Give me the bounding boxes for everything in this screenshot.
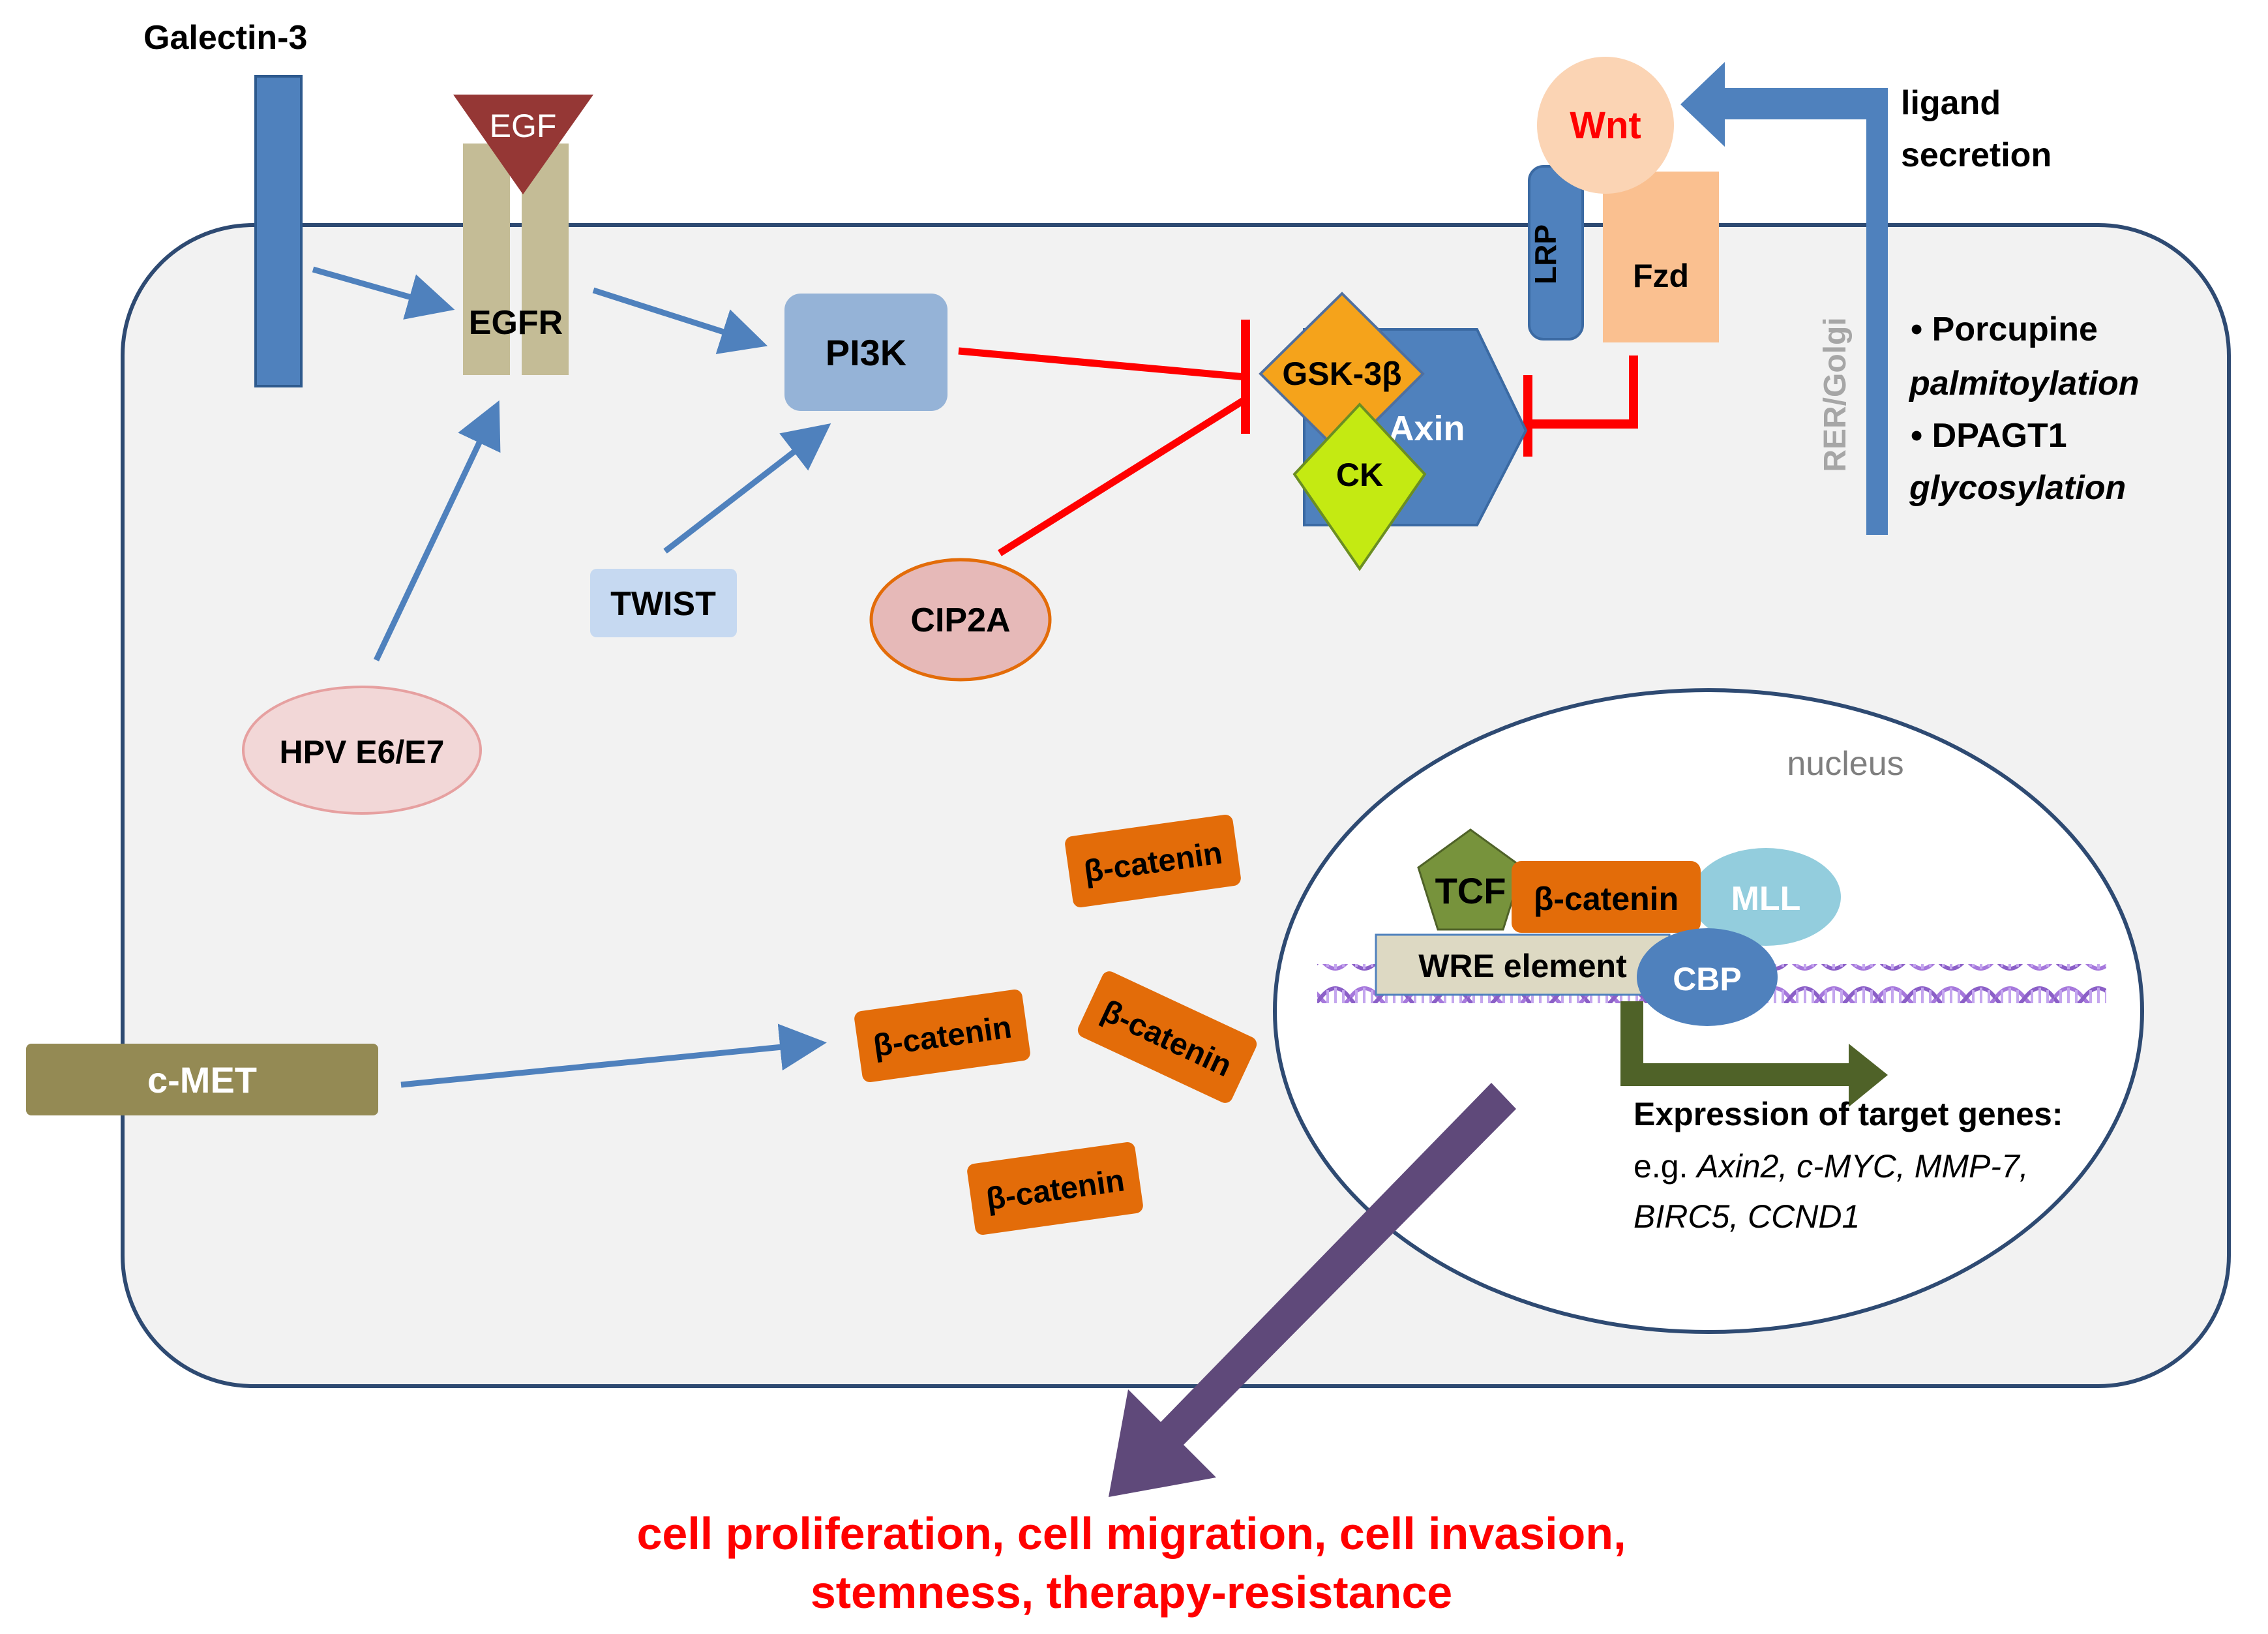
inhibit-cip2a-to-gsk3b xyxy=(998,396,1247,556)
beta-catenin-cyto-2: β-catenin xyxy=(854,989,1030,1083)
porcupine-subtext: palmitoylation xyxy=(1908,365,2139,402)
arrow-twist-to-pi3k xyxy=(663,423,831,554)
twist-label: TWIST xyxy=(610,585,716,623)
egfr-left-chain xyxy=(463,144,510,375)
arrow-egfr-to-pi3k xyxy=(592,287,768,354)
twist-node xyxy=(590,569,737,637)
ligand-secretion-line2: secretion xyxy=(1901,136,2052,174)
outcome-line2: stemness, therapy-resistance xyxy=(811,1567,1452,1618)
expression-genes-line1: e.g. Axin2, c-MYC, MMP-7, xyxy=(1634,1148,2029,1185)
hpv-label: HPV E6/E7 xyxy=(280,734,445,770)
tcf-label: TCF xyxy=(1435,870,1506,911)
egf-ligand xyxy=(453,95,593,194)
outcome-line1: cell proliferation, cell migration, cell… xyxy=(636,1508,1626,1559)
hpv-node xyxy=(242,686,482,815)
ck-node xyxy=(1292,402,1427,571)
wnt-ligand xyxy=(1537,57,1674,194)
wnt-label: Wnt xyxy=(1570,104,1641,147)
wre-label: WRE element xyxy=(1418,948,1627,984)
outcome-arrow xyxy=(1109,1083,1516,1497)
tcf-node xyxy=(1417,828,1524,931)
beta-catenin-nuclear-label: β-catenin xyxy=(1534,881,1679,917)
ligand-secretion-arrow xyxy=(1680,62,1888,535)
beta-catenin-nuclear xyxy=(1512,861,1701,933)
inhibit-pi3k-to-gsk3b xyxy=(958,347,1246,381)
pi3k-node xyxy=(784,294,947,411)
expression-genes-line2: BIRC5, CCND1 xyxy=(1634,1198,1860,1235)
rer-golgi-label: RER/Golgi xyxy=(1818,317,1853,472)
wre-element xyxy=(1375,933,1671,996)
arrow-cmet-to-beta-catenin xyxy=(400,1023,827,1088)
galectin3-bar xyxy=(254,75,303,387)
ligand-secretion-line1: ligand xyxy=(1901,84,2001,122)
cip2a-node xyxy=(869,558,1052,682)
arrow-hpv-to-egfr xyxy=(373,400,501,661)
porcupine-bullet: • Porcupine xyxy=(1911,310,2098,348)
axin-label: Axin xyxy=(1388,409,1465,448)
cbp-label: CBP xyxy=(1673,961,1742,997)
egfr-label: EGFR xyxy=(469,304,563,342)
ck-label: CK xyxy=(1336,457,1383,493)
pi3k-label: PI3K xyxy=(826,332,907,373)
cmet-node xyxy=(26,1044,378,1115)
lrp-label: LRP xyxy=(1529,224,1562,284)
dpagt1-subtext: glycosylation xyxy=(1909,469,2126,507)
fzd-receptor xyxy=(1603,172,1719,342)
cmet-label: c-MET xyxy=(147,1059,257,1100)
dpagt1-bullet: • DPAGT1 xyxy=(1911,417,2067,455)
fzd-label: Fzd xyxy=(1633,258,1689,294)
egf-label: EGF xyxy=(490,108,557,144)
mll-node xyxy=(1691,848,1841,946)
expression-title: Expression of target genes: xyxy=(1634,1096,2063,1132)
gsk3b-label: GSK-3β xyxy=(1282,356,1401,392)
cip2a-label: CIP2A xyxy=(910,601,1010,639)
beta-catenin-cyto-1: β-catenin xyxy=(1065,814,1241,908)
mll-label: MLL xyxy=(1731,880,1801,918)
galectin3-label: Galectin-3 xyxy=(143,19,307,57)
inhibit-fzd-to-axin xyxy=(1532,356,1638,429)
beta-catenin-cyto-4: β-catenin xyxy=(967,1142,1143,1235)
nucleus-label: nucleus xyxy=(1787,745,1903,783)
transcription-arrow xyxy=(1620,1001,1888,1107)
arrow-galectin3-to-egfr xyxy=(312,266,455,320)
cbp-node xyxy=(1637,928,1778,1026)
